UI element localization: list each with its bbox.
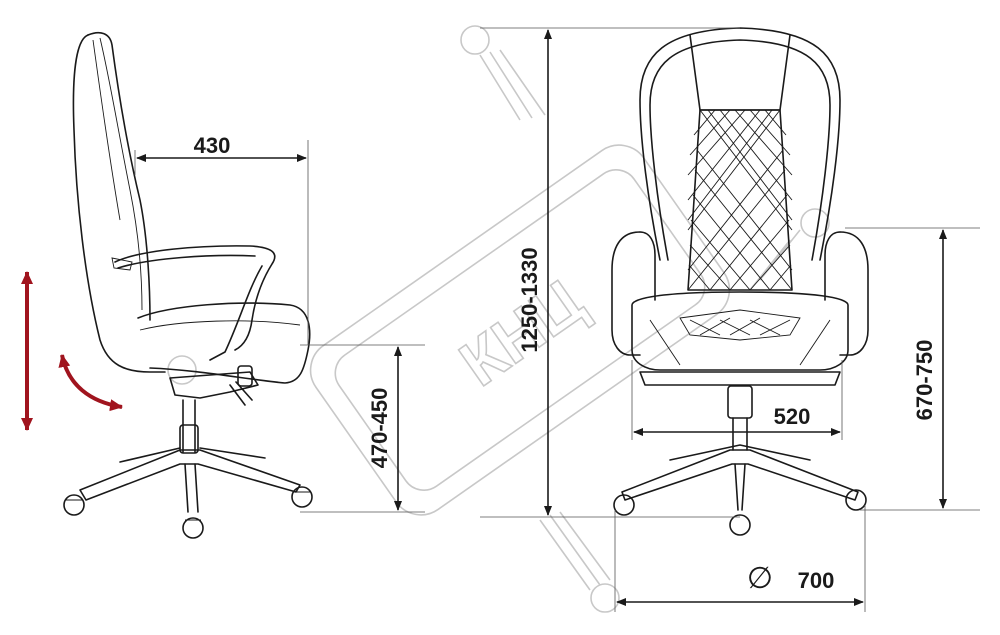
seat-width-label: 520 [774, 404, 811, 429]
dim-base-diameter: ∅ 700 [614, 505, 866, 612]
dim-total-height: 1250-1330 [480, 27, 740, 518]
total-height-label: 1250-1330 [517, 247, 542, 352]
chair-side-view [63, 31, 313, 539]
armrest-height-label: 670-750 [912, 340, 937, 421]
seat-height-label: 470-450 [367, 388, 392, 469]
quilting-pattern [687, 109, 793, 291]
dim-seat-height: 470-450 [300, 344, 425, 513]
seat-depth-label: 430 [194, 133, 231, 158]
diameter-symbol: ∅ [747, 562, 773, 595]
adjust-arrows [21, 271, 123, 431]
dim-seat-width: 520 [631, 360, 843, 440]
curved-arrow-icon [58, 354, 123, 412]
dim-seat-depth: 430 [134, 133, 309, 345]
base-diameter-label: 700 [798, 568, 835, 593]
dim-armrest-height: 670-750 [845, 227, 980, 511]
chair-front-view [611, 27, 869, 536]
